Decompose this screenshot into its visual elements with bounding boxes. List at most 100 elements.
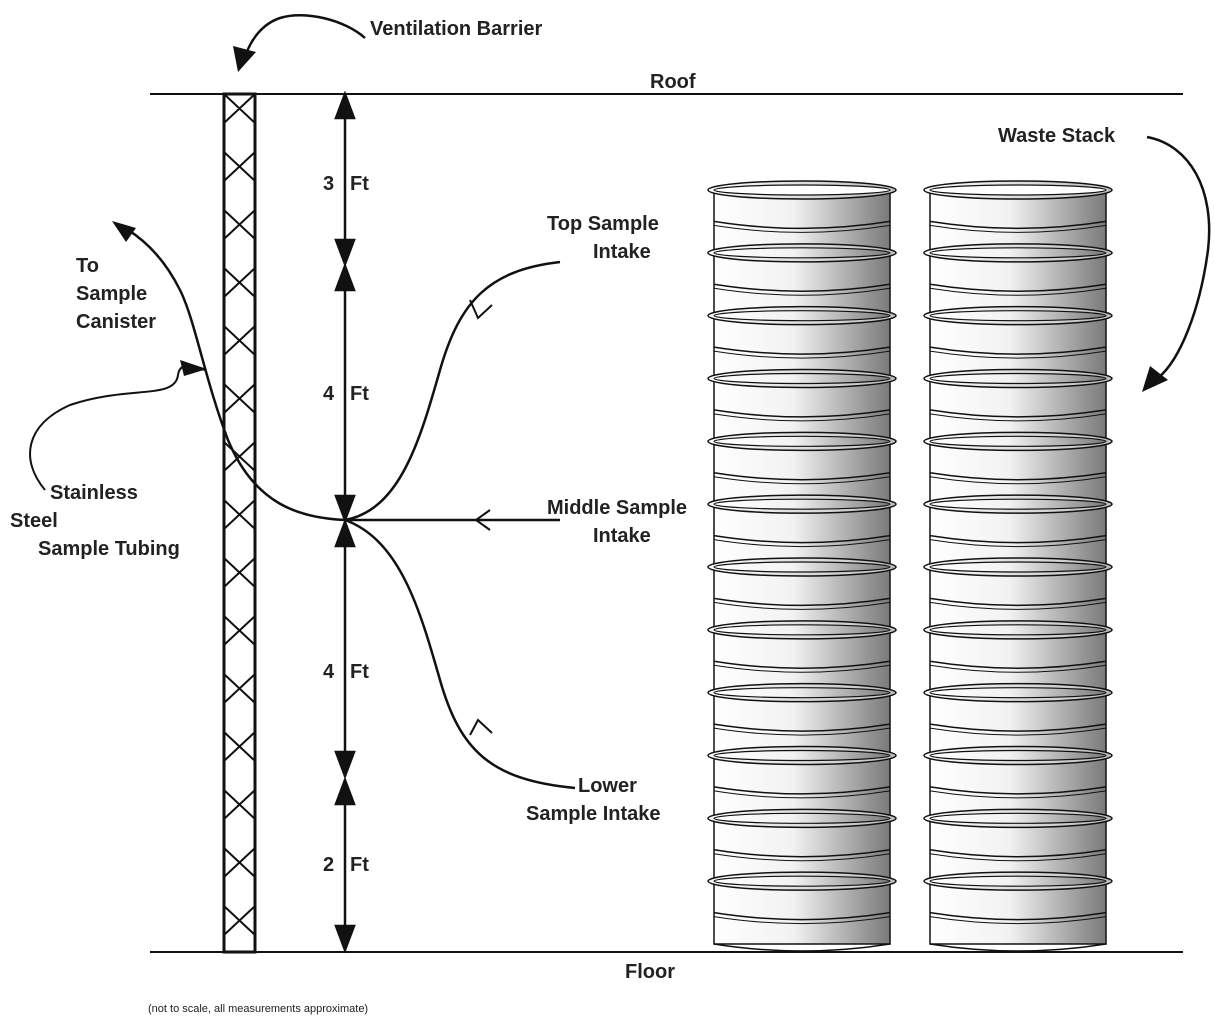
drum [923, 305, 1113, 359]
drum-ridge [713, 224, 891, 233]
drum-ridge [713, 597, 891, 607]
waste-stack-pointer-head [1142, 366, 1168, 392]
waste-stack [707, 180, 1113, 952]
tubing-pointer [29, 364, 206, 491]
drum-ridge [713, 790, 891, 799]
drum-lid [713, 687, 891, 699]
drum-ridge [713, 727, 891, 736]
drum-ridge [713, 476, 891, 485]
drum-ridge [929, 539, 1107, 548]
drum-ridge [929, 660, 1107, 669]
drum-ridge [929, 911, 1107, 921]
drum-ridge [713, 911, 891, 921]
drum-lid [929, 435, 1107, 447]
dimension-value: 4 [323, 661, 335, 683]
drum [923, 243, 1113, 296]
drum [707, 557, 897, 610]
drum [707, 243, 897, 296]
drum [707, 368, 897, 422]
barrier-pointer-head [233, 46, 256, 72]
drum-ridge [929, 853, 1107, 862]
drum-ridge [929, 601, 1107, 610]
sample-tubing [124, 226, 576, 790]
drum-ridge [713, 409, 891, 418]
drum-lid [713, 749, 891, 762]
drum-lid [929, 184, 1107, 196]
drum-ridge [713, 664, 891, 673]
lower-intake-label-line2: Sample Intake [526, 803, 661, 825]
dimension-label-2: 4 Ft [323, 383, 369, 405]
dimension-unit: Ft [350, 661, 369, 683]
drum-lid [929, 561, 1107, 573]
dimension-label-1: 3 Ft [323, 173, 369, 195]
drum [707, 431, 897, 485]
drum-lid [713, 624, 891, 636]
drum-ridge [713, 660, 891, 669]
drum-ridge [929, 287, 1107, 296]
drum-lid [713, 184, 891, 196]
drum-lid [929, 310, 1107, 322]
floor-label: Floor [625, 961, 675, 983]
drum-ridge [713, 539, 891, 548]
drum-ridge [929, 723, 1107, 732]
drum [923, 745, 1113, 799]
drum-ridge [929, 346, 1107, 355]
drum [923, 180, 1113, 233]
drum-ridge [929, 224, 1107, 233]
drum [923, 871, 1113, 925]
canister-label-line3: Canister [76, 311, 156, 333]
drum-ridge [929, 350, 1107, 359]
drum-ridge [929, 220, 1107, 230]
drum-ridge [713, 287, 891, 296]
dimension-label-3: 4 Ft [323, 661, 369, 683]
drum [923, 494, 1113, 548]
drum-lid [929, 812, 1107, 824]
drum-ridge [929, 664, 1107, 673]
drum-ridge [929, 413, 1107, 422]
drum-ridge [929, 476, 1107, 485]
canister-label-line2: Sample [76, 283, 147, 305]
waste-stack-pointer [1146, 135, 1211, 379]
drum-lid [929, 875, 1107, 887]
drum-ridge [929, 409, 1107, 418]
dimension-unit: Ft [350, 173, 369, 195]
drum [923, 682, 1113, 736]
drum-ridge [929, 472, 1107, 481]
drum-lid [929, 372, 1107, 385]
barrier-truss [223, 93, 256, 936]
drum-ridge [713, 283, 891, 292]
drum [707, 808, 897, 862]
drum [923, 620, 1113, 673]
dimension-unit: Ft [350, 383, 369, 405]
canister-arrowhead [112, 221, 136, 242]
drum-lid [929, 498, 1107, 510]
drum [707, 682, 897, 736]
drum-ridge [713, 413, 891, 422]
drum-ridge [713, 472, 891, 481]
drum-ridge [929, 916, 1107, 925]
drum-ridge [713, 723, 891, 732]
drum-ridge [713, 534, 891, 544]
middle-intake-label-line2: Intake [593, 525, 651, 547]
drum-column [707, 180, 897, 952]
drum-lid [713, 310, 891, 322]
drum-ridge [713, 786, 891, 795]
intake-arrowheads [469, 299, 493, 736]
drum-lid [929, 749, 1107, 762]
drum-lid [713, 812, 891, 824]
roof-label: Roof [650, 71, 696, 93]
drum [923, 557, 1113, 610]
drum-ridge [713, 220, 891, 230]
drum-ridge [713, 853, 891, 862]
ventilation-barrier-label: Ventilation Barrier [370, 18, 542, 40]
drum [923, 808, 1113, 862]
dimension-arrows [334, 90, 356, 954]
lower-intake-label-line1: Lower [578, 775, 637, 797]
drum-ridge [929, 283, 1107, 292]
drum-ridge [713, 346, 891, 355]
tubing-label-line3: Sample Tubing [38, 538, 180, 560]
drum-lid [713, 435, 891, 447]
drum-ridge [929, 790, 1107, 799]
canister-label-line1: To [76, 255, 99, 277]
